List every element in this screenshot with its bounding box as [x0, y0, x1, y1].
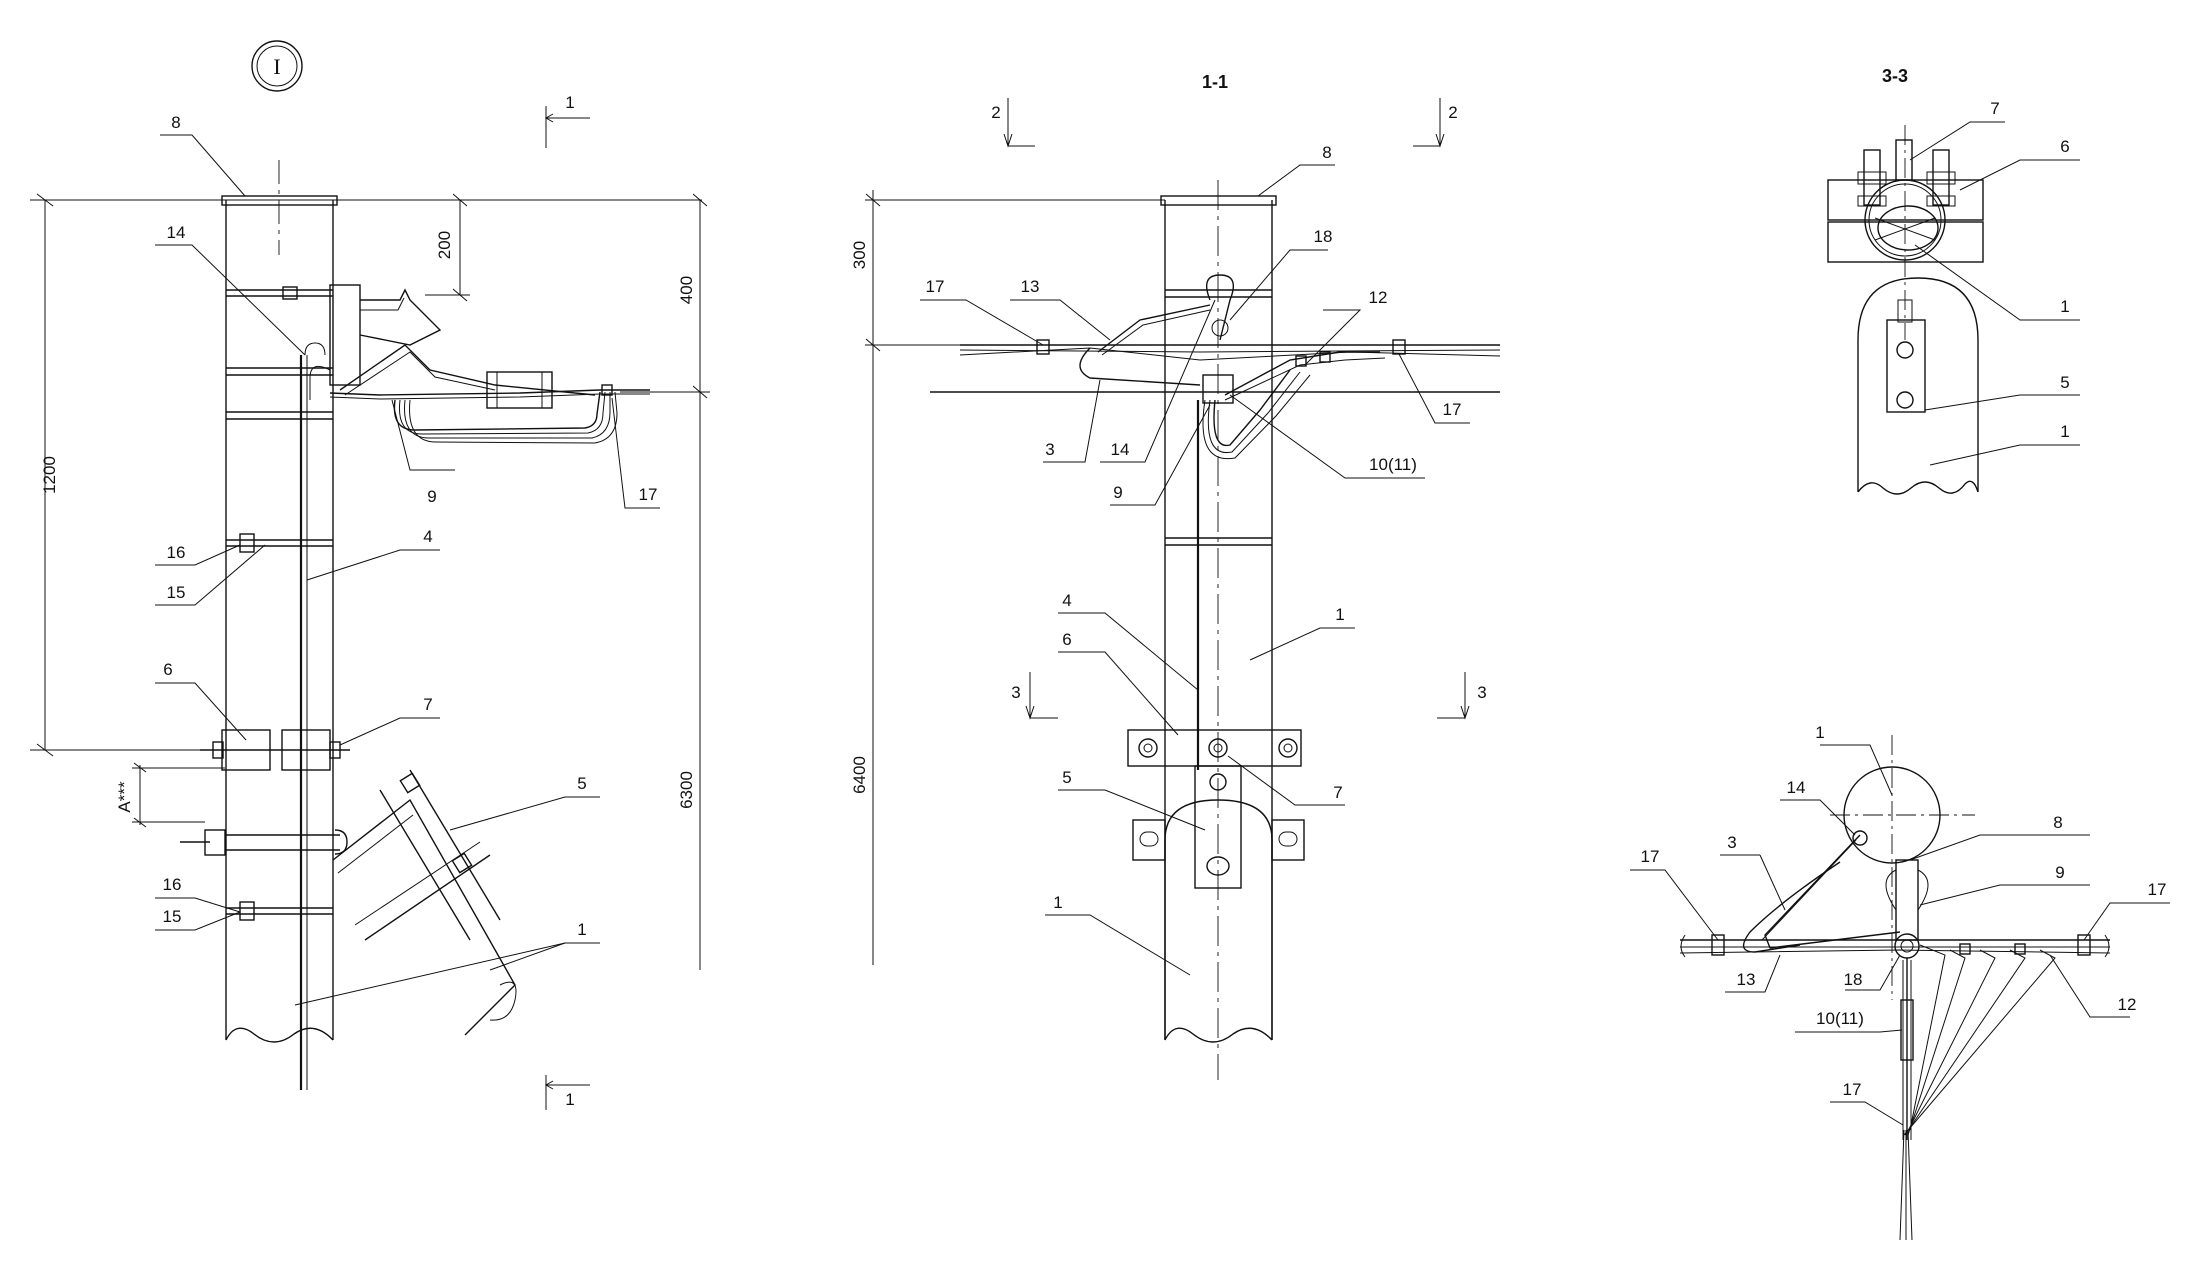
label-7-left: 7 [423, 695, 432, 714]
right-bottom-view: 1 14 8 3 9 17 17 13 18 12 10(11) 17 [1630, 723, 2170, 1241]
label-14-mid: 14 [1111, 440, 1130, 459]
dim-a: A*** [115, 781, 134, 813]
middle-wires [930, 274, 1501, 460]
view-mark-label: I [273, 54, 280, 79]
label-14-plan: 14 [1787, 778, 1806, 797]
middle-view: 1-1 2 2 3 3 [850, 72, 1501, 1080]
label-18-plan: 18 [1844, 970, 1863, 989]
cut-2-left: 2 [991, 103, 1000, 122]
label-1-plan: 1 [1815, 723, 1824, 742]
label-6-right: 6 [2060, 137, 2069, 156]
cut-3-right: 3 [1477, 683, 1486, 702]
left-cut-marks: 1 1 [544, 93, 590, 1110]
label-18-mid: 18 [1314, 227, 1333, 246]
label-16-top: 16 [167, 543, 186, 562]
label-5-mid: 5 [1062, 768, 1071, 787]
label-9-mid: 9 [1113, 483, 1122, 502]
label-9-plan: 9 [2055, 863, 2064, 882]
label-12-mid: 12 [1369, 288, 1388, 307]
label-16-bottom: 16 [163, 875, 182, 894]
left-lower-hardware [180, 729, 517, 1036]
view-mark-inner-circle [256, 45, 298, 87]
left-upper-hardware [304, 284, 650, 444]
label-8: 8 [171, 113, 180, 132]
label-17-left: 17 [639, 485, 658, 504]
label-5-right: 5 [2060, 373, 2069, 392]
cut-1-top: 1 [565, 93, 574, 112]
left-dimensions: 1200 200 400 6300 A*** [30, 193, 710, 970]
cut-1-bottom: 1 [565, 1090, 574, 1109]
label-17-plan-bottom: 17 [1843, 1080, 1862, 1099]
label-1-left: 1 [577, 920, 586, 939]
dim-6400: 6400 [850, 756, 869, 794]
label-13-plan: 13 [1737, 970, 1756, 989]
label-15-bottom: 15 [163, 907, 182, 926]
left-leaders: 8 14 9 17 16 15 4 6 7 5 16 15 1 [155, 113, 660, 1006]
label-1-right-mid: 1 [2060, 422, 2069, 441]
label-6-left: 6 [163, 660, 172, 679]
label-14: 14 [167, 223, 186, 242]
label-1-right-top: 1 [2060, 297, 2069, 316]
label-9: 9 [427, 487, 436, 506]
dim-200: 200 [435, 231, 454, 259]
middle-clamp [1127, 729, 1305, 1040]
label-17-plan-right: 17 [2148, 880, 2167, 899]
middle-leaders: 8 18 17 13 12 17 3 14 9 10(11) 4 1 6 [920, 143, 1470, 976]
view-mark-outer-circle [251, 40, 303, 92]
cut-3-left: 3 [1011, 683, 1020, 702]
left-view: I [30, 40, 710, 1110]
dim-300: 300 [850, 241, 869, 269]
label-1-mid-top: 1 [1335, 605, 1344, 624]
label-13-mid: 13 [1021, 277, 1040, 296]
label-4-left: 4 [423, 527, 432, 546]
label-4-mid: 4 [1062, 591, 1071, 610]
left-pole [221, 160, 338, 1090]
label-1011-mid: 10(11) [1369, 455, 1417, 474]
label-3-plan: 3 [1727, 833, 1736, 852]
label-6-mid: 6 [1062, 630, 1071, 649]
label-7-right: 7 [1990, 99, 1999, 118]
dim-400: 400 [677, 276, 696, 304]
label-1011-plan: 10(11) [1816, 1009, 1864, 1028]
label-17-plan-left: 17 [1641, 847, 1660, 866]
section-title-1-1: 1-1 [1202, 72, 1228, 92]
label-8-mid: 8 [1322, 143, 1331, 162]
dim-1200: 1200 [40, 456, 59, 494]
label-1-mid-bottom: 1 [1053, 893, 1062, 912]
middle-dimensions: 300 6400 [850, 190, 1165, 965]
label-15-top: 15 [167, 583, 186, 602]
label-17-mid-right: 17 [1443, 400, 1462, 419]
label-8-plan: 8 [2053, 813, 2062, 832]
label-5-left: 5 [577, 774, 586, 793]
label-17-mid-left: 17 [926, 277, 945, 296]
label-7-mid: 7 [1333, 783, 1342, 802]
label-12-plan: 12 [2118, 995, 2137, 1014]
cut-2-right: 2 [1448, 103, 1457, 122]
section-title-3-3: 3-3 [1882, 66, 1908, 86]
label-3-mid: 3 [1045, 440, 1054, 459]
right-top-view: 3-3 7 6 1 5 1 [1827, 66, 2080, 495]
middle-pole [1160, 180, 1277, 1080]
dim-6300: 6300 [677, 771, 696, 809]
